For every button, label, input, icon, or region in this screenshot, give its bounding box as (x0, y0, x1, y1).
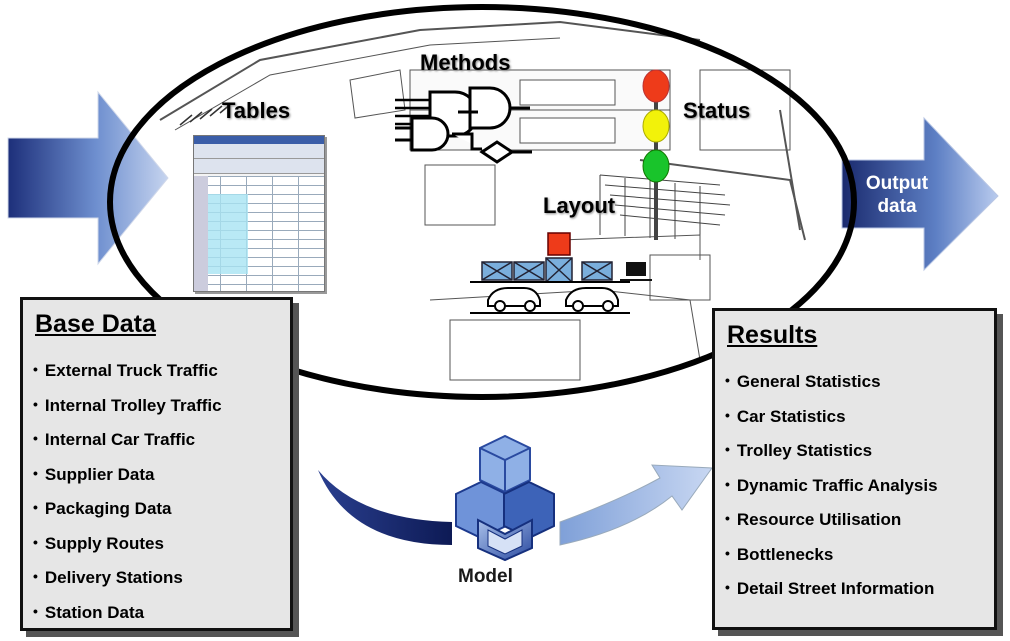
list-item: Trolley Statistics (725, 433, 994, 468)
site-plan-map (159, 20, 806, 381)
list-item: Dynamic Traffic Analysis (725, 468, 994, 503)
list-item: Car Statistics (725, 399, 994, 434)
list-item: Internal Trolley Traffic (33, 388, 290, 423)
tables-label: Tables (222, 98, 291, 123)
list-item: Resource Utilisation (725, 502, 994, 537)
spreadsheet-thumbnail (193, 135, 325, 292)
methods-label: Methods (420, 50, 511, 75)
list-item: Detail Street Information (725, 571, 994, 606)
layout-objects-icon (470, 232, 652, 314)
base-data-panel: Base Data External Truck Traffic Interna… (20, 297, 293, 631)
results-title: Results (727, 321, 818, 349)
input-arrow (7, 90, 169, 266)
results-list: General Statistics Car Statistics Trolle… (715, 364, 994, 606)
list-item: Station Data (33, 595, 290, 630)
output-arrow (841, 116, 999, 272)
model-scope-ellipse (107, 4, 857, 400)
results-panel: Results General Statistics Car Statistic… (712, 308, 997, 630)
logic-gate-icon (395, 86, 532, 164)
list-item: Supply Routes (33, 526, 290, 561)
model-cube-icon (455, 434, 555, 562)
model-to-results-arrow (559, 464, 713, 546)
output-data-label: Output data (865, 173, 929, 217)
list-item: General Statistics (725, 364, 994, 399)
list-item: Supplier Data (33, 457, 290, 492)
list-item: Packaging Data (33, 491, 290, 526)
list-item: Bottlenecks (725, 537, 994, 572)
model-label: Model (458, 566, 513, 587)
base-to-model-arrow (318, 470, 452, 545)
list-item: Internal Car Traffic (33, 422, 290, 457)
base-data-title: Base Data (35, 310, 156, 338)
list-item: External Truck Traffic (33, 353, 290, 388)
layout-label: Layout (543, 193, 616, 218)
list-item: Delivery Stations (33, 560, 290, 595)
base-data-list: External Truck Traffic Internal Trolley … (23, 353, 290, 629)
status-label: Status (683, 98, 751, 123)
traffic-light-icon (642, 69, 670, 240)
